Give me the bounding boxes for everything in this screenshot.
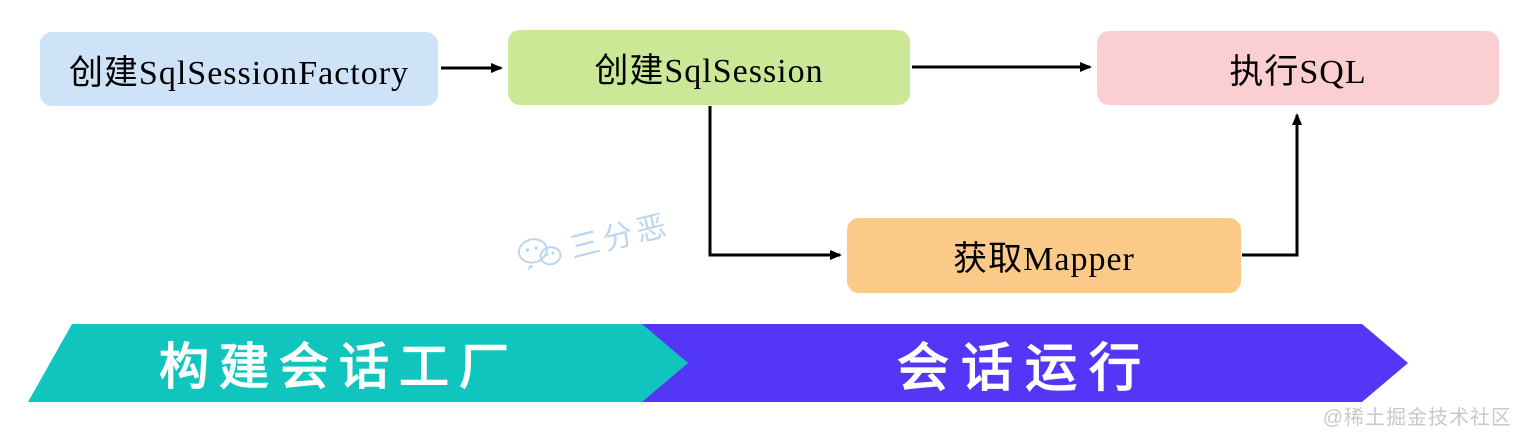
box-get-mapper: 获取Mapper [847,218,1241,293]
author-watermark: 三分恶 [512,200,674,280]
box-get-mapper-label: 获取Mapper [953,241,1135,278]
box-create-sqlsession: 创建SqlSession [508,30,910,105]
arrow-mapper-to-sql [1242,113,1302,257]
box-create-sqlsessionfactory: 创建SqlSessionFactory [40,32,438,106]
watermark-text: 三分恶 [566,208,674,266]
box-execute-sql-label: 执行SQL [1229,53,1367,91]
box-create-sqlsessionfactory-label: 创建SqlSessionFactory [68,54,410,92]
banner-build-session-factory: 构建会话工厂 [28,324,690,402]
wechat-icon [513,229,567,277]
box-create-sqlsession-label: 创建SqlSession [594,53,824,90]
arrow-session-to-mapper [708,106,842,260]
juejin-community-credit: @稀土掘金技术社区 [1322,407,1512,429]
banner-build-session-factory-label: 构建会话工厂 [159,339,519,395]
box-execute-sql: 执行SQL [1097,31,1499,105]
banner-session-running: 会话运行 [642,324,1408,402]
banner-session-running-label: 会话运行 [896,340,1153,398]
